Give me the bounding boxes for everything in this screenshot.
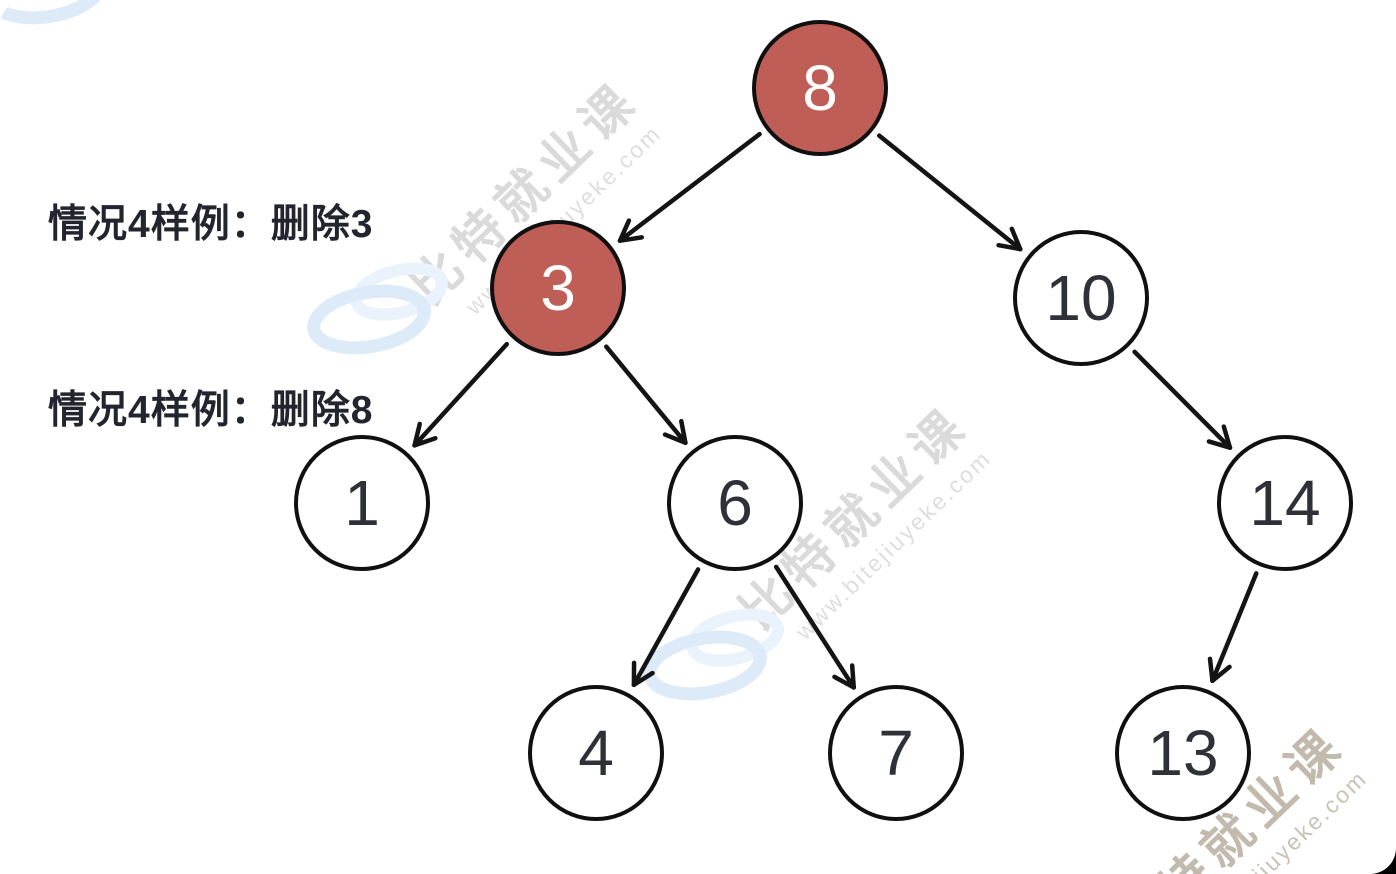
tree-edge bbox=[773, 564, 857, 690]
case-annotation-line2: 情况4样例：删除8 bbox=[48, 389, 374, 432]
tree-edge bbox=[412, 421, 423, 448]
tree-edge bbox=[412, 435, 438, 448]
case-annotation-line1: 情况4样例：删除3 bbox=[48, 203, 374, 246]
tree-node-label: 8 bbox=[802, 52, 838, 124]
tree-edge bbox=[849, 663, 857, 690]
tree-node-10: 10 bbox=[1013, 230, 1149, 366]
tree-node-3: 3 bbox=[490, 220, 626, 356]
watermark-url-text: www.bitejiuyeke.com bbox=[790, 444, 997, 645]
tree-edge bbox=[662, 432, 688, 446]
tree-node-1: 1 bbox=[294, 435, 430, 571]
tree-node-6: 6 bbox=[667, 435, 803, 571]
tree-edge bbox=[631, 567, 701, 688]
tree-node-7: 7 bbox=[828, 685, 964, 821]
case-annotation: 情况4样例：删除3 情况4样例：删除8 bbox=[48, 70, 373, 566]
tree-node-14: 14 bbox=[1217, 435, 1353, 571]
tree-node-label: 10 bbox=[1045, 262, 1117, 334]
tree-edge bbox=[617, 218, 632, 243]
tree-edge bbox=[832, 674, 857, 690]
tree-node-label: 6 bbox=[717, 467, 753, 539]
tree-edge bbox=[617, 235, 644, 243]
tree-edge bbox=[1206, 439, 1233, 450]
tree-node-label: 3 bbox=[540, 252, 576, 324]
watermark-rings-logo-icon bbox=[643, 606, 793, 711]
tree-edge bbox=[1009, 226, 1023, 252]
tree-edge bbox=[604, 344, 688, 446]
tree-edge bbox=[996, 242, 1023, 252]
tree-edge bbox=[1210, 571, 1259, 684]
tree-edge bbox=[617, 131, 762, 243]
tree-node-13: 13 bbox=[1115, 685, 1251, 821]
tree-edge bbox=[631, 670, 655, 688]
tree-node-label: 4 bbox=[578, 717, 614, 789]
tree-edge bbox=[876, 133, 1023, 252]
tree-node-label: 14 bbox=[1249, 467, 1321, 539]
tree-node-4: 4 bbox=[528, 685, 664, 821]
tree-node-8: 8 bbox=[752, 20, 888, 156]
tree-node-label: 13 bbox=[1147, 717, 1219, 789]
tree-edge bbox=[679, 418, 688, 446]
tree-edge bbox=[1132, 349, 1233, 450]
tree-edge bbox=[412, 341, 510, 448]
tree-edge bbox=[1221, 424, 1233, 450]
tree-node-label: 7 bbox=[878, 717, 914, 789]
tree-edge bbox=[1207, 656, 1215, 684]
watermark-rings-logo-icon bbox=[0, 0, 135, 35]
tree-edge bbox=[1210, 664, 1232, 684]
tree-node-label: 1 bbox=[344, 467, 380, 539]
